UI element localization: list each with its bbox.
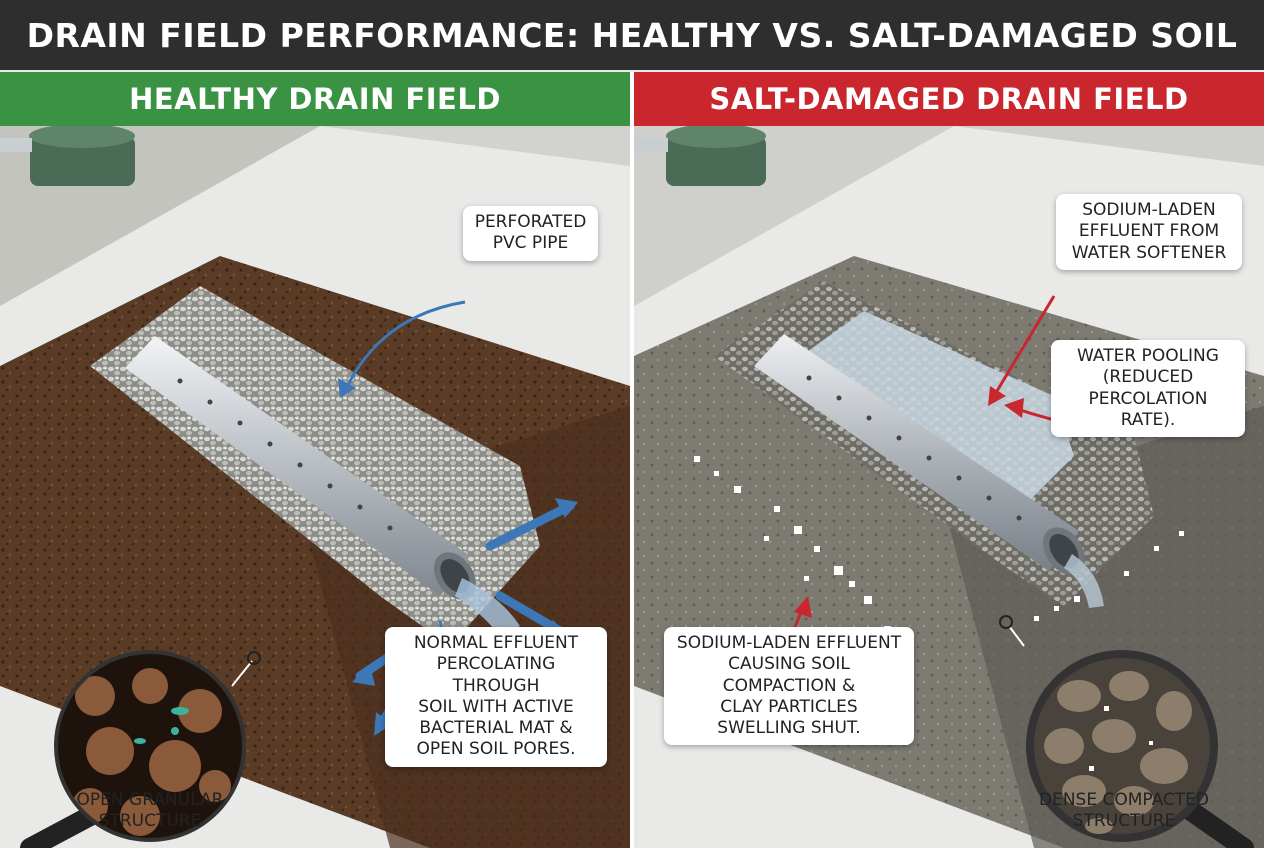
effluent-callout: NORMAL EFFLUENT PERCOLATING THROUGH SOIL… [385, 627, 607, 767]
magnifying-glass-icon [999, 615, 1254, 848]
salt-crystals [694, 456, 1184, 633]
pooled-water [794, 311, 1074, 506]
damaged-scene [634, 126, 1264, 848]
distribution-box-icon [634, 126, 766, 186]
open-granular-caption: OPEN GRANULAR STRUCTURE [76, 790, 224, 832]
damaged-header: SALT-DAMAGED DRAIN FIELD [634, 72, 1264, 126]
pooling-callout: WATER POOLING (REDUCED PERCOLATION RATE)… [1051, 340, 1245, 437]
compaction-callout: SODIUM-LADEN EFFLUENT CAUSING SOIL COMPA… [664, 627, 914, 746]
page-title: DRAIN FIELD PERFORMANCE: HEALTHY VS. SAL… [0, 0, 1264, 70]
healthy-panel: HEALTHY DRAIN FIELD [0, 72, 630, 848]
distribution-box-icon [0, 126, 135, 186]
magnifying-glass-icon [20, 650, 261, 848]
panel-divider [630, 72, 634, 848]
softener-callout: SODIUM-LADEN EFFLUENT FROM WATER SOFTENE… [1056, 194, 1242, 270]
arrow-icon [343, 300, 466, 392]
healthy-header: HEALTHY DRAIN FIELD [0, 72, 630, 126]
concrete-slab [634, 126, 1264, 306]
damaged-panel: SALT-DAMAGED DRAIN FIELD [634, 72, 1264, 848]
pipe-callout: PERFORATED PVC PIPE [463, 206, 598, 261]
dense-compacted-caption: DENSE COMPACTED STRUCTURE [1039, 790, 1209, 832]
